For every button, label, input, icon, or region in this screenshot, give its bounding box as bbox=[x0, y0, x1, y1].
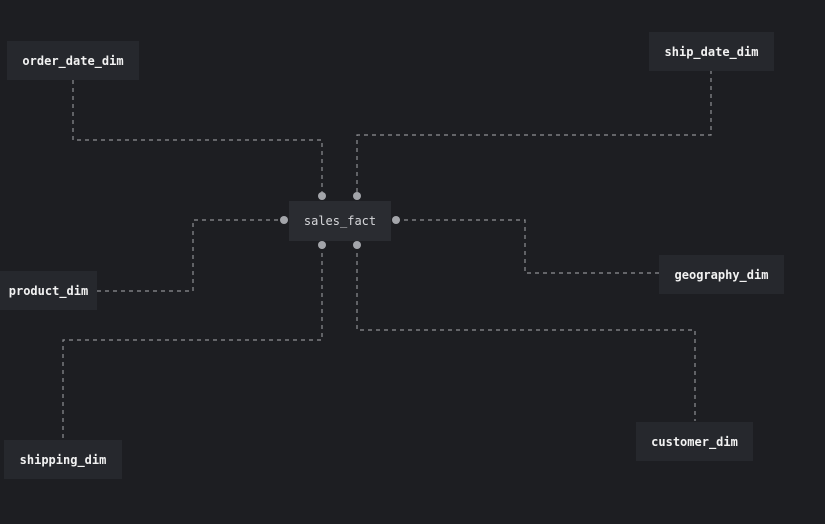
node-label: product_dim bbox=[8, 283, 89, 298]
edge-customer-dim bbox=[356, 245, 696, 421]
node-label: shipping_dim bbox=[19, 452, 107, 467]
edge-ship-date-dim bbox=[356, 70, 712, 195]
edge-geography-dim bbox=[396, 219, 659, 274]
node-label: sales_fact bbox=[303, 214, 377, 228]
anchor-top-right[interactable] bbox=[353, 192, 361, 200]
node-label: ship_date_dim bbox=[664, 44, 759, 59]
node-product-dim[interactable]: product_dim bbox=[0, 271, 97, 310]
node-label: geography_dim bbox=[674, 267, 769, 282]
node-label: customer_dim bbox=[651, 434, 738, 449]
node-sales-fact[interactable]: sales_fact bbox=[289, 201, 391, 241]
edge-product-dim bbox=[97, 219, 284, 292]
anchor-bottom-left[interactable] bbox=[318, 241, 326, 249]
node-geography-dim[interactable]: geography_dim bbox=[659, 255, 784, 294]
anchor-left[interactable] bbox=[280, 216, 288, 224]
anchor-right[interactable] bbox=[392, 216, 400, 224]
anchor-top-left[interactable] bbox=[318, 192, 326, 200]
node-ship-date-dim[interactable]: ship_date_dim bbox=[649, 32, 774, 71]
node-order-date-dim[interactable]: order_date_dim bbox=[7, 41, 139, 80]
node-label: order_date_dim bbox=[22, 53, 124, 68]
node-customer-dim[interactable]: customer_dim bbox=[636, 422, 753, 461]
edge-shipping-dim bbox=[62, 245, 323, 439]
edge-order-date-dim bbox=[72, 80, 323, 195]
anchor-bottom-right[interactable] bbox=[353, 241, 361, 249]
node-shipping-dim[interactable]: shipping_dim bbox=[4, 440, 122, 479]
